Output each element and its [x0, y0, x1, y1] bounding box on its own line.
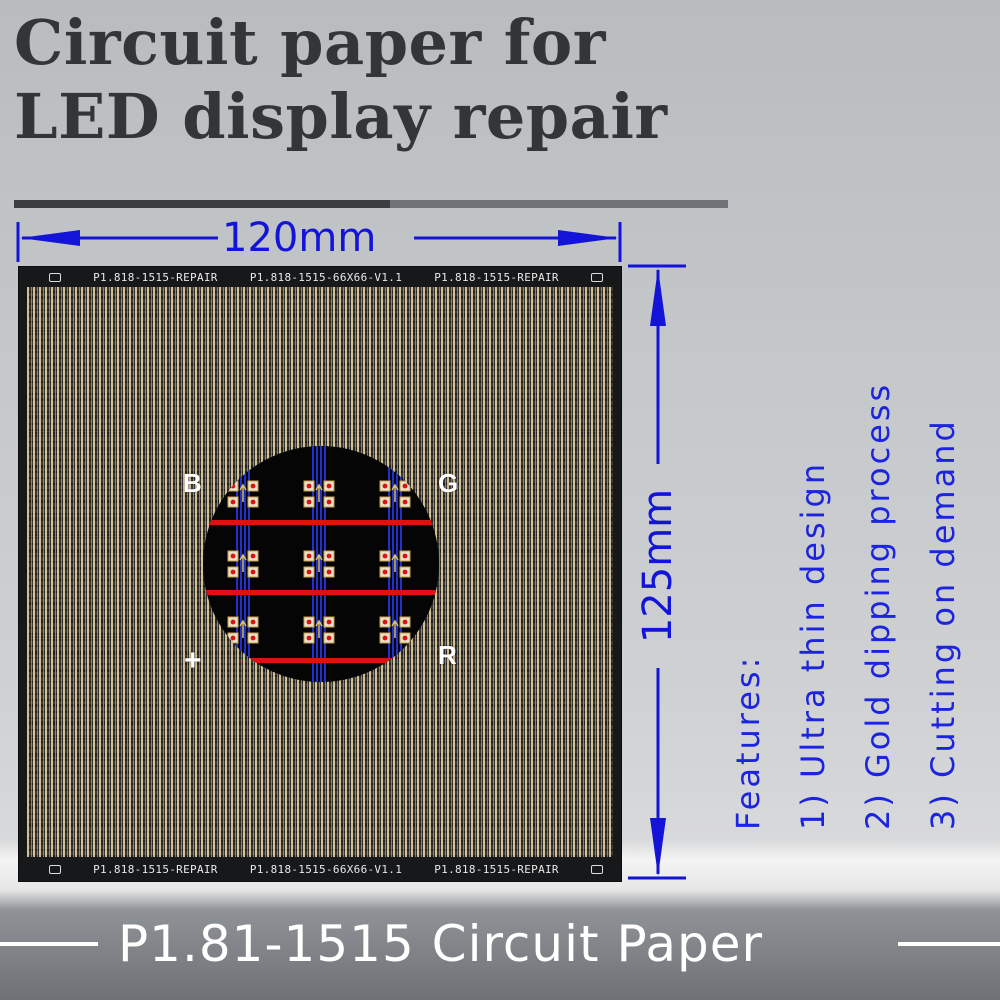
label-r: R	[438, 640, 457, 670]
board-bottom-strip: P1.818-1515-REPAIR P1.818-1515-66X66-V1.…	[19, 861, 621, 877]
led-pad-cluster	[303, 616, 335, 644]
title-line-2: LED display repair	[14, 80, 668, 153]
footer-line-right	[898, 942, 1000, 946]
led-pad-cluster	[379, 480, 411, 508]
title-underline-light	[390, 200, 728, 208]
board-label: P1.818-1515-66X66-V1.1	[249, 270, 403, 284]
led-pad-cluster	[227, 550, 259, 578]
title-line-1: Circuit paper for	[14, 6, 606, 79]
title-underline-dark	[14, 200, 390, 208]
footer-caption: P1.81-1515 Circuit Paper	[118, 915, 764, 973]
pad-icon	[590, 864, 603, 874]
page-title: Circuit paper for LED display repair	[14, 6, 668, 154]
board-label: P1.818-1515-REPAIR	[93, 270, 218, 284]
pad-icon	[49, 272, 61, 282]
led-pad-cluster	[227, 616, 259, 644]
features-heading: Features:	[729, 654, 767, 830]
pad-icon	[590, 272, 603, 282]
label-plus: +	[184, 644, 202, 677]
footer-line-left	[0, 942, 98, 946]
led-pad-cluster	[379, 616, 411, 644]
board-label: P1.818-1515-REPAIR	[434, 862, 559, 876]
magnified-pad-view	[203, 446, 439, 682]
led-pad-cluster	[227, 480, 259, 508]
board-top-strip: P1.818-1515-REPAIR P1.818-1515-66X66-V1.…	[19, 269, 621, 285]
features-list: Features: 1) Ultra thin design 2) Gold d…	[716, 382, 976, 830]
feature-item: 2) Gold dipping process	[859, 381, 897, 830]
feature-item: 3) Cutting on demand	[924, 418, 962, 830]
board-label: P1.818-1515-REPAIR	[93, 862, 218, 876]
board-label: P1.818-1515-66X66-V1.1	[249, 862, 403, 876]
label-g: G	[438, 468, 459, 498]
led-pad-cluster	[303, 480, 335, 508]
led-pad-cluster	[379, 550, 411, 578]
led-pad-cluster	[303, 550, 335, 578]
height-label: 125mm	[635, 488, 681, 644]
pad-icon	[49, 864, 61, 874]
width-label: 120mm	[222, 215, 377, 261]
label-b: B	[183, 468, 202, 498]
board-label: P1.818-1515-REPAIR	[434, 270, 559, 284]
feature-item: 1) Ultra thin design	[794, 460, 832, 830]
